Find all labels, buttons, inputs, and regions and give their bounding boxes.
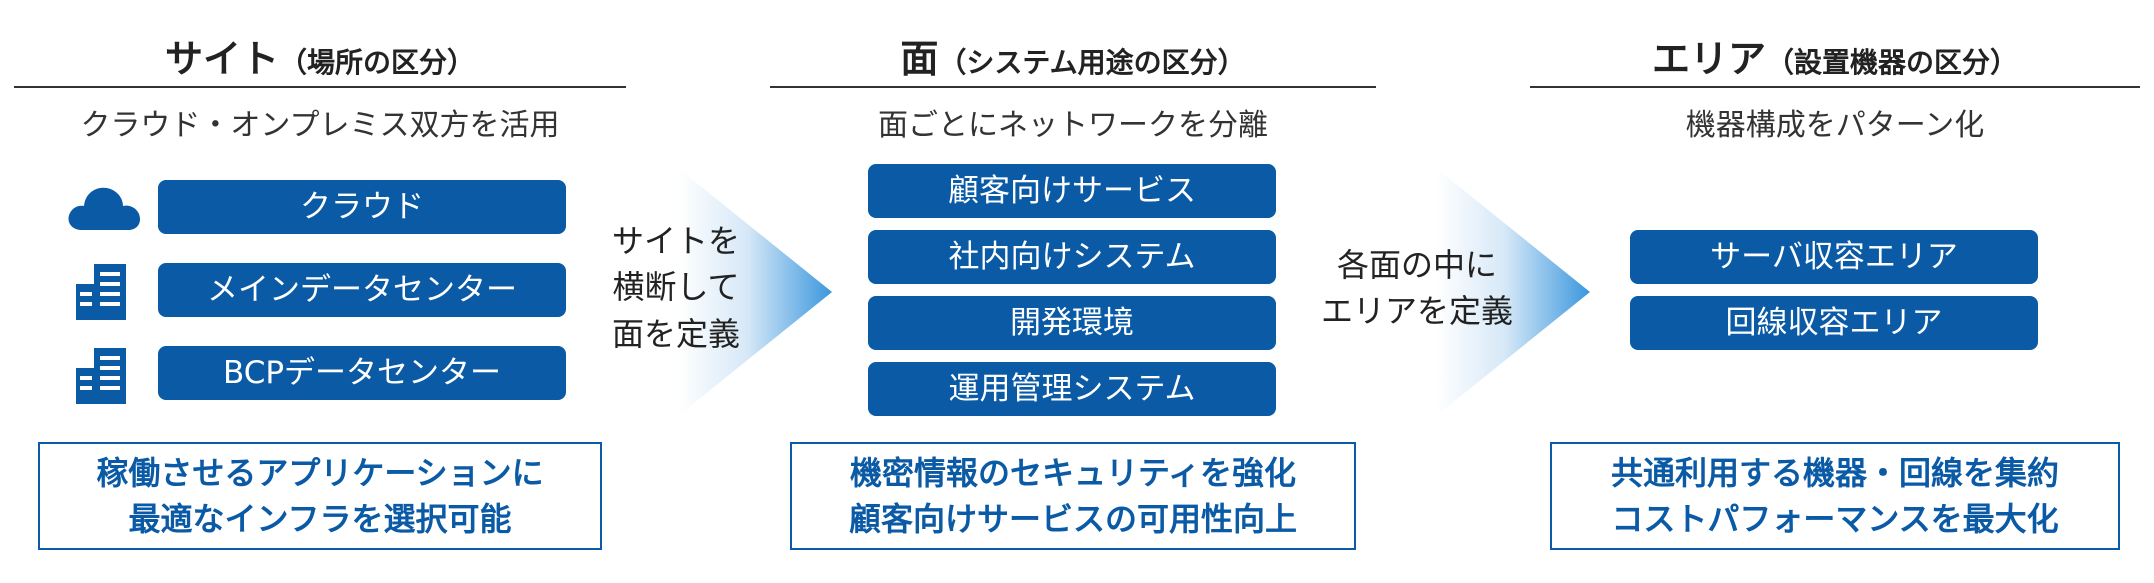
item-line-area: 回線収容エリア <box>1630 296 2038 350</box>
column-site-summary: 稼働させるアプリケーションに 最適なインフラを選択可能 <box>38 442 602 550</box>
column-area-title: エリア（設置機器の区分） <box>1530 28 2140 84</box>
item-dev-environment: 開発環境 <box>868 296 1276 350</box>
arrow-label-line: エリアを定義 <box>1320 292 1513 331</box>
divider <box>14 86 626 88</box>
arrow-label-site: サイトを 横断して 面を定義 <box>594 218 758 357</box>
item-internal-system: 社内向けシステム <box>868 230 1276 284</box>
arrow-label-surface: 各面の中に エリアを定義 <box>1302 242 1532 335</box>
arrow-label-line: サイトを <box>611 222 740 260</box>
summary-line: コストパフォーマンスを最大化 <box>1611 500 2059 538</box>
summary-line: 顧客向けサービスの可用性向上 <box>848 500 1297 538</box>
title-main: エリア <box>1651 37 1766 81</box>
arrow-site-to-surface <box>678 168 832 416</box>
column-area-description: 機器構成をパターン化 <box>1685 108 1985 143</box>
divider <box>770 86 1376 88</box>
item-main-datacenter: メインデータセンター <box>158 263 566 317</box>
building-icon <box>76 264 126 320</box>
column-surface-title: 面（システム用途の区分） <box>770 28 1376 84</box>
item-bcp-datacenter: BCPデータセンター <box>158 346 566 400</box>
column-surface-summary: 機密情報のセキュリティを強化 顧客向けサービスの可用性向上 <box>790 442 1356 550</box>
title-main: サイト <box>164 37 279 81</box>
summary-line: 稼働させるアプリケーションに <box>96 453 544 492</box>
column-site-title: サイト（場所の区分） <box>14 28 626 84</box>
item-cloud: クラウド <box>158 180 566 234</box>
column-area-summary: 共通利用する機器・回線を集約 コストパフォーマンスを最大化 <box>1550 442 2120 550</box>
item-server-area: サーバ収容エリア <box>1630 230 2038 284</box>
item-customer-service: 顧客向けサービス <box>868 164 1276 218</box>
arrow-surface-to-area <box>1436 168 1590 416</box>
building-icon <box>76 348 126 404</box>
cloud-icon <box>68 187 140 230</box>
arrow-label-line: 横断して <box>612 268 740 307</box>
summary-line: 機密情報のセキュリティを強化 <box>849 453 1297 492</box>
arrow-label-line: 各面の中に <box>1336 246 1497 284</box>
title-sub: （設置機器の区分） <box>1766 46 2019 79</box>
column-surface-description: 面ごとにネットワークを分離 <box>878 108 1268 143</box>
title-main: 面 <box>900 37 939 81</box>
column-site-description: クラウド・オンプレミス双方を活用 <box>80 108 560 143</box>
divider <box>1530 86 2140 88</box>
summary-line: 最適なインフラを選択可能 <box>128 500 512 538</box>
column-surface: 面（システム用途の区分） 面ごとにネットワークを分離 顧客向けサービス 社内向け… <box>770 0 1376 583</box>
title-sub: （場所の区分） <box>279 46 476 79</box>
summary-line: 共通利用する機器・回線を集約 <box>1610 453 2059 492</box>
item-ops-system: 運用管理システム <box>868 362 1276 416</box>
arrow-label-line: 面を定義 <box>611 314 740 353</box>
title-sub: （システム用途の区分） <box>938 46 1246 79</box>
column-area: エリア（設置機器の区分） 機器構成をパターン化 サーバ収容エリア 回線収容エリア… <box>1530 0 2140 583</box>
column-site: サイト（場所の区分） クラウド・オンプレミス双方を活用 クラウド メインデータセ… <box>14 0 626 583</box>
